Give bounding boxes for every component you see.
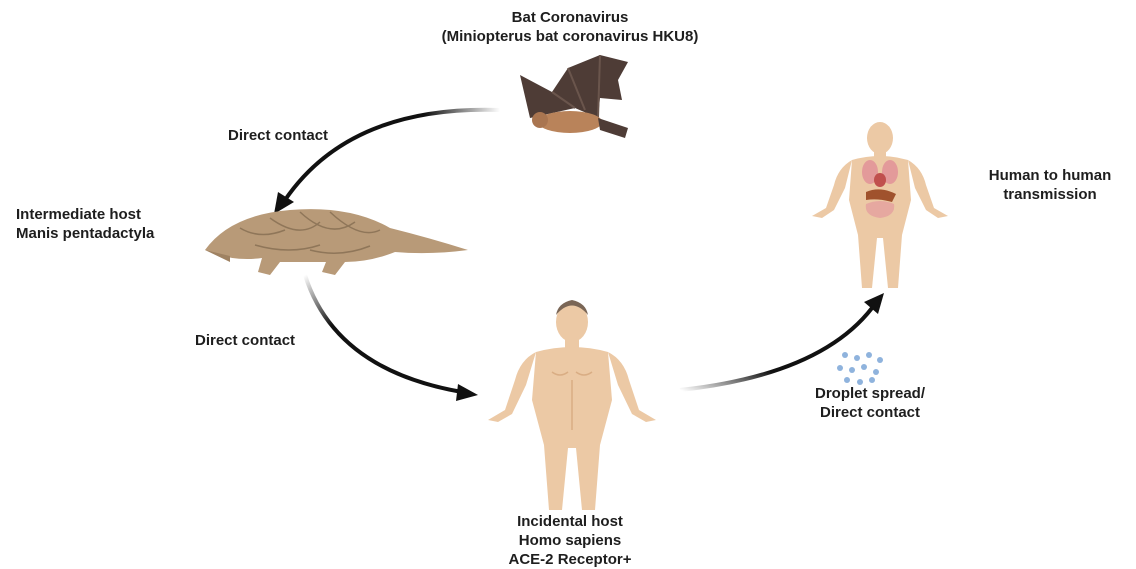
human-with-organs-illustration: [812, 122, 948, 288]
bat-label-line1: Bat Coronavirus: [420, 8, 720, 27]
edge-label-pangolin-to-human: Direct contact: [195, 331, 295, 350]
arrow-pangolin-to-human: [305, 275, 478, 401]
human-transmission-line1: Human to human: [980, 166, 1120, 185]
droplet-icons: [837, 352, 883, 385]
pangolin-label-line2: Manis pentadactyla: [16, 224, 154, 243]
incidental-host-line3: ACE-2 Receptor+: [480, 550, 660, 569]
bat-label-line2: (Miniopterus bat coronavirus HKU8): [420, 27, 720, 46]
incidental-host-label: Incidental host Homo sapiens ACE-2 Recep…: [480, 512, 660, 569]
incidental-host-human-illustration: [488, 300, 656, 510]
incidental-host-line1: Incidental host: [480, 512, 660, 531]
droplet-label-line1: Droplet spread/: [780, 384, 960, 403]
droplet-spread-label: Droplet spread/ Direct contact: [780, 384, 960, 422]
pangolin-label-line1: Intermediate host: [16, 205, 154, 224]
bat-illustration: [520, 55, 628, 138]
droplet-label-line2: Direct contact: [780, 403, 960, 422]
human-transmission-line2: transmission: [980, 185, 1120, 204]
edge-label-bat-to-pangolin: Direct contact: [228, 126, 328, 145]
human-transmission-label: Human to human transmission: [980, 166, 1120, 204]
pangolin-illustration: [205, 209, 468, 275]
direct-contact-label-1: Direct contact: [228, 126, 328, 145]
bat-coronavirus-label: Bat Coronavirus (Miniopterus bat coronav…: [420, 8, 720, 46]
incidental-host-line2: Homo sapiens: [480, 531, 660, 550]
arrow-human-to-human: [680, 293, 884, 390]
intermediate-host-label: Intermediate host Manis pentadactyla: [16, 205, 154, 243]
direct-contact-label-2: Direct contact: [195, 331, 295, 350]
